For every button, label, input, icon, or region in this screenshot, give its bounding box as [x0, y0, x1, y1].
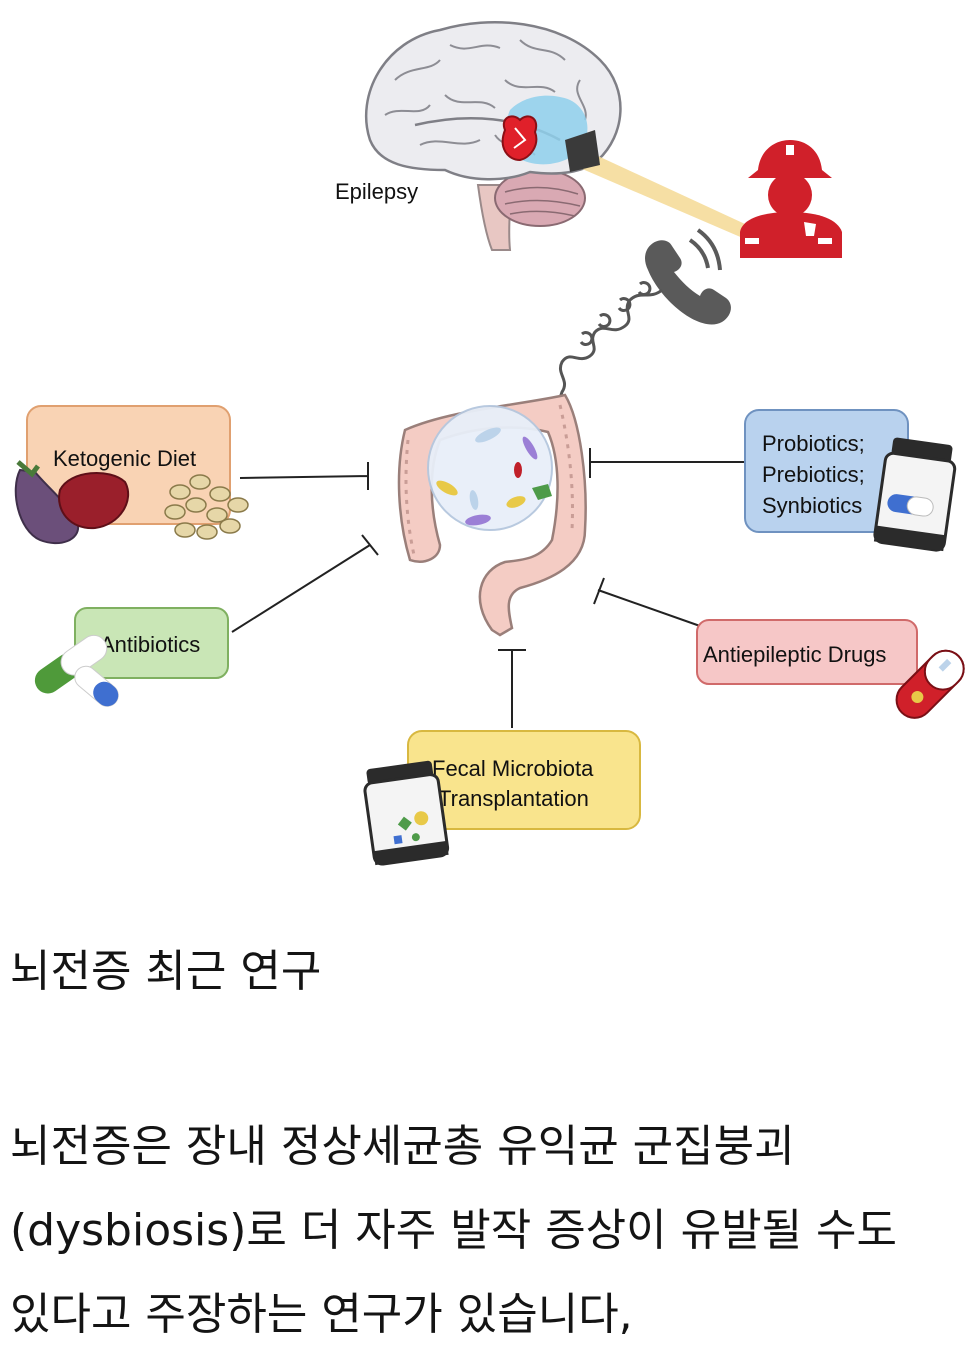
gut-brain-diagram: Epilepsy Ketoge — [14, 21, 965, 866]
body-paragraph: 뇌전증은 장내 정상세균총 유익균 군집붕괴 (dysbiosis)로 더 자주… — [10, 1105, 960, 1357]
intestine-illustration — [397, 393, 587, 637]
section-heading: 뇌전증 최근 연구 — [10, 946, 322, 997]
firefighter-icon — [740, 140, 842, 258]
probiotics-label-1: Probiotics; — [762, 431, 865, 456]
pill-icon — [895, 649, 965, 719]
paragraph-line-3: 있다고 주장하는 연구가 있습니다, — [10, 1289, 633, 1340]
paragraph-line-1: 뇌전증은 장내 정상세균총 유익균 군집붕괴 — [10, 1121, 795, 1172]
meat-icon — [58, 472, 130, 530]
probiotics-label-3: Synbiotics — [762, 493, 862, 518]
flashlight-icon — [565, 130, 600, 172]
flashlight-beam — [580, 150, 758, 242]
seeds-icon — [164, 474, 249, 540]
eggplant-icon — [14, 460, 80, 545]
probiotics-label-2: Prebiotics; — [762, 462, 865, 487]
antibiotics-box — [74, 607, 229, 679]
inhibition-lines — [231, 448, 748, 728]
telephone-icon — [645, 228, 731, 325]
antibiotics-label: Antibiotics — [100, 632, 200, 657]
fmt-jar-icon — [363, 760, 450, 866]
epilepsy-label: Epilepsy — [335, 179, 418, 204]
supplement-jar-icon — [873, 437, 957, 552]
antiepileptic-drugs-label: Antiepileptic Drugs — [703, 642, 886, 667]
microbiota-circle — [427, 405, 553, 531]
phone-cord — [558, 288, 663, 399]
ketogenic-diet-label: Ketogenic Diet — [53, 446, 196, 471]
fecal-microbiota-label-2: Transplantation — [438, 786, 589, 811]
paragraph-line-2: (dysbiosis)로 더 자주 발작 증상이 유발될 수도 — [10, 1205, 898, 1256]
fecal-microbiota-label-1: Fecal Microbiota — [432, 756, 594, 781]
capsule-icon — [34, 634, 108, 694]
antiepileptic-drugs-box — [696, 619, 918, 685]
